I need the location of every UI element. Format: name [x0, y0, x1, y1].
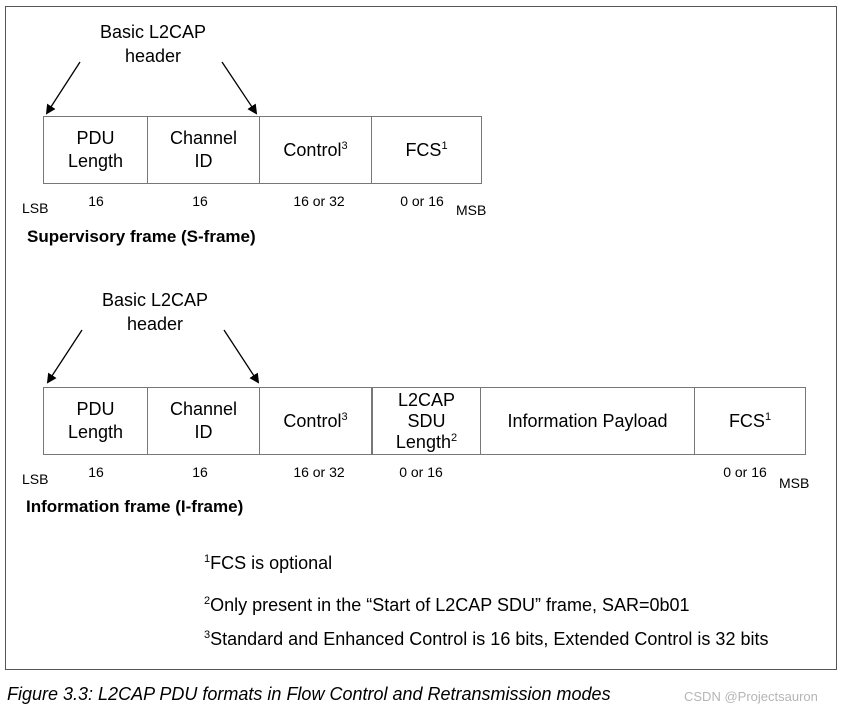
sframe-bits-fcs: 0 or 16: [400, 193, 444, 209]
note-1: 1FCS is optional: [204, 553, 333, 573]
sframe-bits-control: 16 or 32: [293, 193, 345, 209]
sframe-header-label: Basic L2CAP header: [82, 20, 224, 68]
iframe-bits-pdu-length: 16: [88, 464, 104, 480]
iframe-title: Information frame (I-frame): [26, 497, 244, 516]
iframe-bits-fcs: 0 or 16: [723, 464, 767, 480]
iframe-field-control: Control3: [260, 388, 372, 454]
sframe-arrow-left: [45, 61, 81, 115]
figure-border: [5, 6, 837, 670]
iframe-header-line1: Basic L2CAP: [101, 290, 209, 310]
iframe-arrow-right: [223, 329, 260, 384]
iframe-header-label: Basic L2CAP header: [84, 288, 226, 336]
iframe-lsb: LSB: [22, 471, 49, 487]
iframe-bits-channel-id: 16: [192, 464, 208, 480]
note-3: 3Standard and Enhanced Control is 16 bit…: [204, 629, 769, 649]
sframe-arrow-right: [221, 61, 258, 115]
iframe-header-line2: header: [126, 314, 184, 334]
sframe-field-fcs: FCS1: [405, 139, 448, 160]
sframe-header-line1: Basic L2CAP: [99, 22, 207, 42]
iframe-msb: MSB: [779, 475, 810, 491]
figure-caption: Figure 3.3: L2CAP PDU formats in Flow Co…: [7, 684, 611, 704]
sframe-bits-channel-id: 16: [192, 193, 208, 209]
iframe-bits-sdu-length: 0 or 16: [399, 464, 443, 480]
iframe-field-information-payload: Information Payload: [481, 388, 695, 454]
iframe-bits-control: 16 or 32: [293, 464, 345, 480]
sframe-msb: MSB: [456, 202, 487, 218]
sframe-field-control: Control3: [260, 117, 372, 183]
sframe-bits-pdu-length: 16: [88, 193, 104, 209]
watermark: CSDN @Projectsauron: [684, 689, 818, 704]
note-2: 2Only present in the “Start of L2CAP SDU…: [204, 595, 690, 615]
iframe-field-sdu-length: L2CAP SDU Length2: [372, 388, 481, 454]
iframe-field-fcs: FCS1: [728, 410, 772, 431]
sframe-title: Supervisory frame (S-frame): [27, 227, 256, 246]
sframe-header-line2: header: [124, 46, 182, 66]
iframe-arrow-left: [46, 329, 83, 384]
sframe-lsb: LSB: [22, 200, 49, 216]
